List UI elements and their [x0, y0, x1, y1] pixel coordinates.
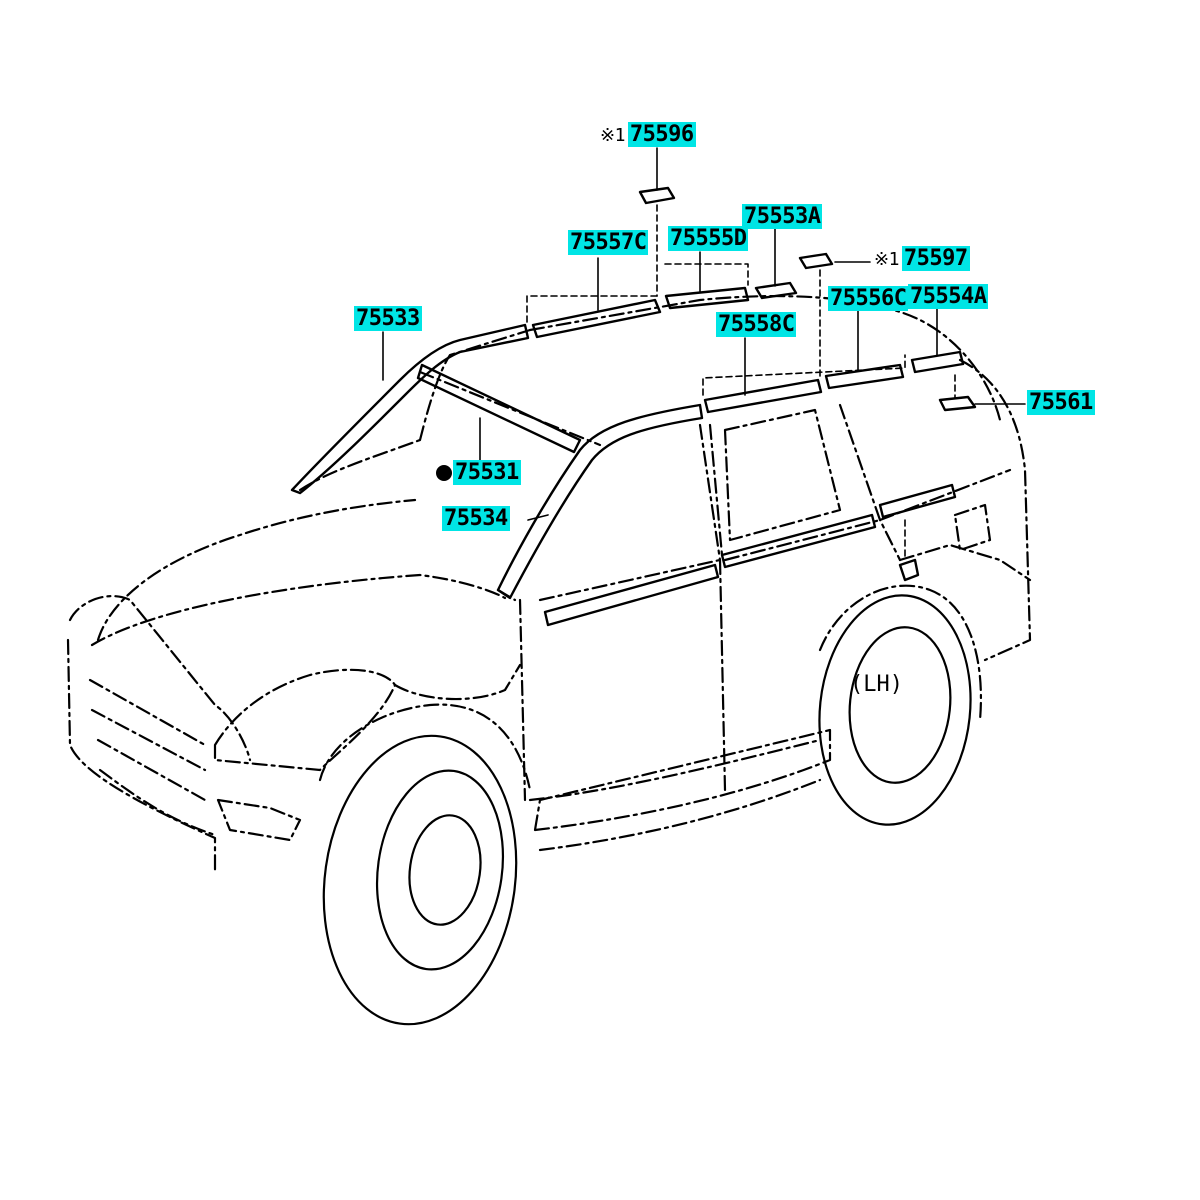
roof-drip-rear: [703, 378, 823, 414]
bracket-roof-rear: [702, 354, 906, 396]
note-mark: ※1: [600, 125, 625, 146]
label-75558C: 75558C: [714, 312, 798, 338]
roof-line: [528, 294, 1002, 422]
part-number: 75596: [627, 122, 696, 147]
clip-75596: [638, 186, 676, 205]
grille: [88, 678, 207, 802]
rocker: [533, 728, 832, 832]
roof-clip-front: [754, 281, 798, 300]
rear-lower: [898, 543, 1032, 582]
bumper-lower: [98, 768, 217, 837]
front-bumper: [66, 638, 217, 872]
rear-window: [723, 408, 842, 542]
part-number: 75531: [453, 460, 521, 485]
label-75557C: 75557C: [566, 230, 650, 256]
front-tire-inner: [375, 769, 505, 971]
part-number: 75556C: [828, 286, 909, 311]
rear-tire-inner: [848, 626, 952, 784]
door-rear: [718, 518, 882, 792]
group-brackets: [526, 204, 956, 561]
part-number: 75554A: [908, 284, 989, 309]
rear-door-moulding: [720, 513, 877, 569]
part-number: 75558C: [716, 312, 797, 337]
hood-rear-edge: [90, 573, 507, 647]
leader-lines: [382, 147, 1026, 521]
roof-end-cap: [910, 350, 965, 374]
label-75555D: 75555D: [666, 226, 750, 252]
bracket-roof-front: [526, 295, 661, 323]
part-number: 75561: [1027, 390, 1095, 415]
front-door-moulding: [543, 563, 720, 627]
part-number: 75557C: [568, 230, 649, 255]
quarter-moulding: [878, 483, 957, 519]
side-note-lh: (LH): [850, 672, 903, 697]
hood-outline: [96, 498, 417, 642]
rocker-lower: [538, 778, 822, 852]
rear-wheel-arch: [818, 584, 982, 722]
headlight: [213, 668, 397, 772]
label-75554A: 75554A: [906, 284, 990, 310]
front-tire-outer: [322, 734, 518, 1026]
part-number: 75534: [442, 506, 510, 531]
front-fender: [393, 663, 522, 701]
note-mark: ※1: [874, 249, 899, 270]
front-wheel-arch: [318, 703, 532, 792]
part-number: 75597: [901, 246, 970, 271]
a-pillar-moulding: [496, 403, 704, 600]
rear-quarter: [838, 403, 1012, 562]
windshield-base: [298, 438, 422, 492]
front-face: [68, 595, 252, 762]
body-clip: [898, 558, 920, 582]
part-number: 75555D: [668, 226, 749, 251]
label-75556C: 75556C: [826, 286, 910, 312]
part-number: 75533: [354, 306, 422, 331]
b-pillar: [698, 423, 724, 562]
roof-drip-end: [824, 363, 905, 390]
door-front: [518, 558, 722, 802]
rear-wheel: [818, 594, 972, 826]
windshield-upper-moulding: [416, 363, 582, 454]
windshield-side-moulding: [290, 323, 530, 495]
front-hub: [408, 814, 482, 926]
part-number: 75553A: [742, 204, 823, 229]
roof-front-edge: [418, 370, 602, 447]
clip-75597: [798, 252, 834, 270]
mouldings: [290, 186, 977, 627]
label-75534: 75534: [440, 506, 512, 532]
rear-tire-outer: [818, 594, 972, 826]
roof-drip-front: [531, 298, 662, 339]
roof-drip-mid: [664, 286, 750, 310]
rear-clip: [938, 395, 977, 412]
vehicle-outline: [66, 294, 1032, 872]
front-wheel: [322, 734, 518, 1026]
label-75533: 75533: [352, 306, 424, 332]
label-75561: 75561: [1025, 390, 1097, 416]
leader-75534: [527, 514, 549, 521]
fog-light: [216, 798, 302, 842]
body-side-lower: [528, 738, 822, 802]
label-75553A: 75553A: [740, 204, 824, 230]
label-75531: 75531: [434, 460, 523, 486]
rear-end: [958, 358, 1032, 662]
bracket-roof-mid: [664, 263, 749, 286]
fuel-door: [953, 503, 992, 552]
filled-circle-icon: [436, 465, 452, 481]
